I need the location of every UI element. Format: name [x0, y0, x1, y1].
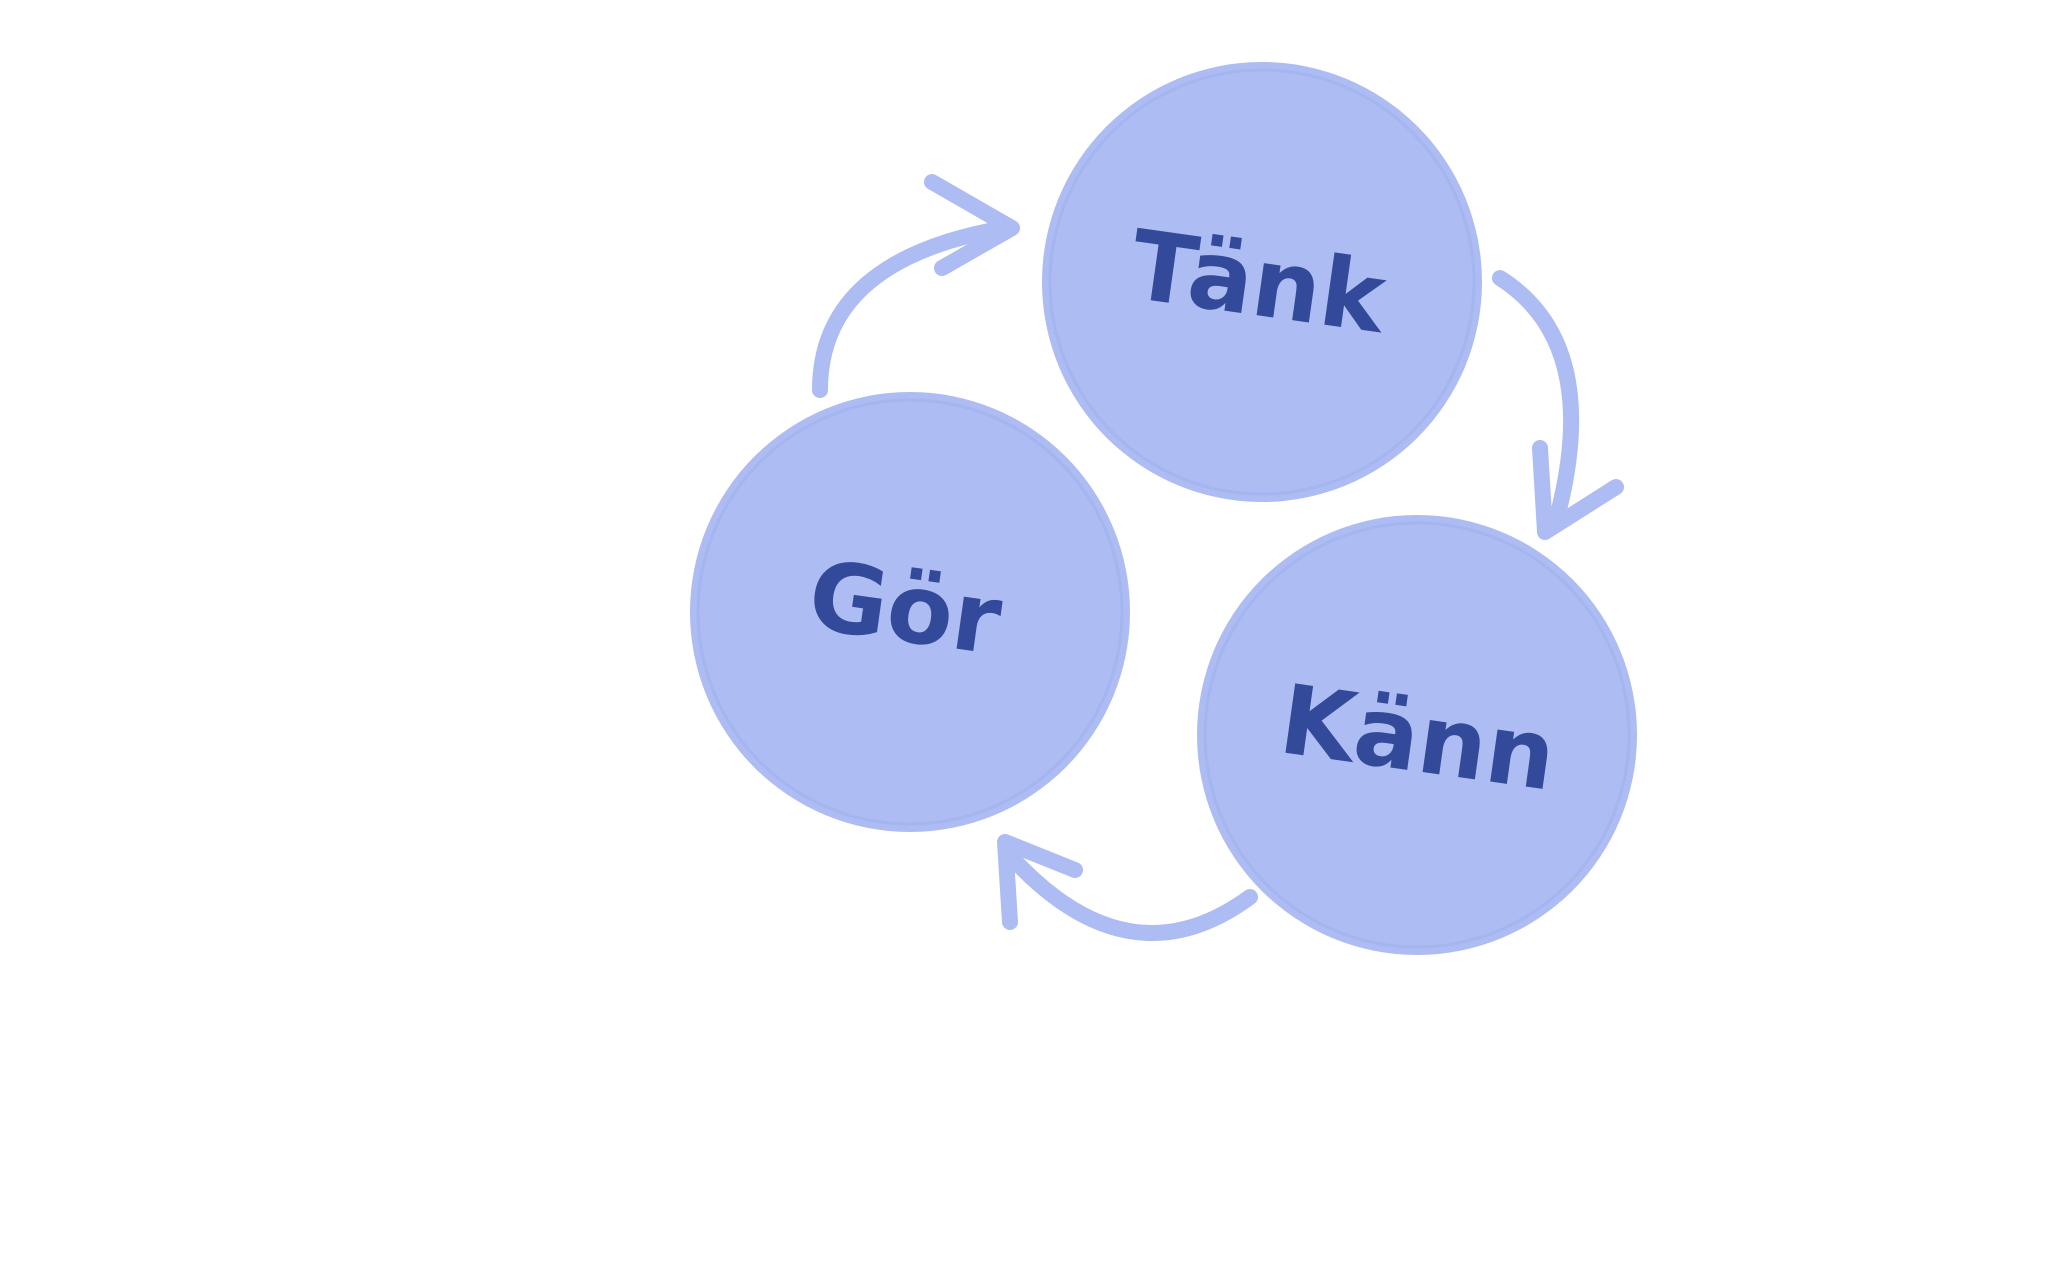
arrow-tank-to-kann: [1492, 270, 1624, 540]
node-tank-circle: [1042, 62, 1482, 502]
arrow-gor-to-tank-head: [924, 174, 1020, 276]
node-kann-circle: [1197, 515, 1637, 955]
arrow-tank-to-kann-shaft: [1492, 270, 1580, 533]
arrow-kann-to-gor-head: [997, 834, 1083, 930]
node-gor-circle-edge: [696, 398, 1124, 826]
node-gor: Gör: [690, 392, 1130, 832]
arrow-tank-to-kann-head: [1532, 440, 1624, 540]
node-tank: Tänk: [1042, 62, 1482, 502]
node-tank-circle-edge: [1048, 68, 1476, 496]
node-gor-circle: [690, 392, 1130, 832]
arrow-gor-to-tank-shaft: [812, 220, 1013, 398]
node-kann: Känn: [1197, 515, 1637, 955]
arrow-kann-to-gor-shaft: [1004, 850, 1258, 941]
arrow-gor-to-tank: [812, 174, 1020, 398]
node-kann-circle-edge: [1203, 521, 1631, 949]
arrow-kann-to-gor: [997, 834, 1258, 941]
node-gor-label: Gör: [802, 539, 1008, 677]
